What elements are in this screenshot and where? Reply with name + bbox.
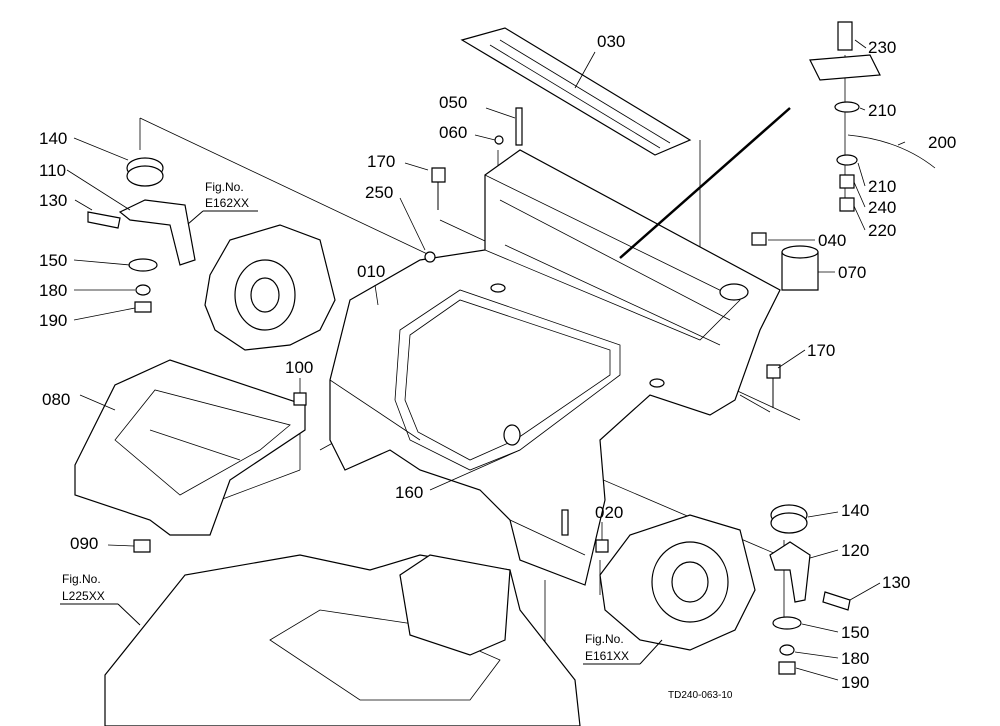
label-210-mid: 210: [868, 177, 896, 196]
label-140-left: 140: [39, 129, 67, 148]
svg-text:Fig.No.: Fig.No.: [585, 632, 624, 646]
label-140-right: 140: [841, 501, 869, 520]
label-150-left: 150: [39, 251, 67, 270]
label-220: 220: [868, 221, 896, 240]
label-180-left: 180: [39, 281, 67, 300]
label-190-left: 190: [39, 311, 67, 330]
label-230: 230: [868, 38, 896, 57]
figure-ref-l225: Fig.No. L225XX: [60, 572, 141, 626]
housing-e162: [204, 224, 336, 351]
label-130-right: 130: [882, 573, 910, 592]
left-mount: [87, 157, 196, 313]
svg-text:E162XX: E162XX: [205, 196, 249, 210]
label-170-right: 170: [807, 341, 835, 360]
label-080: 080: [42, 390, 70, 409]
label-160: 160: [395, 483, 423, 502]
housing-e161: [599, 514, 756, 651]
label-050: 050: [439, 93, 467, 112]
label-100: 100: [285, 358, 313, 377]
label-150-right: 150: [841, 623, 869, 642]
right-mount: [769, 504, 851, 675]
main-frame-010: [329, 149, 781, 586]
part-labels: 030 050 060 170 250 010 140 110 130 150 …: [39, 32, 956, 692]
label-040: 040: [818, 231, 846, 250]
label-120: 120: [841, 541, 869, 560]
figure-ref-e161: Fig.No. E161XX: [583, 632, 663, 665]
diagram-code: TD240-063-10: [668, 690, 733, 701]
label-240: 240: [868, 198, 896, 217]
label-250: 250: [365, 183, 393, 202]
cover-plate-030: [460, 27, 692, 156]
label-180-right: 180: [841, 649, 869, 668]
label-010: 010: [357, 262, 385, 281]
label-070: 070: [838, 263, 866, 282]
label-leaders: [66, 39, 906, 681]
hardware: [133, 21, 936, 553]
svg-text:L225XX: L225XX: [62, 589, 105, 603]
label-060: 060: [439, 123, 467, 142]
svg-text:Fig.No.: Fig.No.: [205, 180, 244, 194]
label-130-left: 130: [39, 191, 67, 210]
label-110: 110: [39, 161, 66, 180]
floor-cover-080: [74, 359, 306, 536]
label-190-right: 190: [841, 673, 869, 692]
figure-ref-e162: Fig.No. E162XX: [187, 180, 258, 225]
floor-panel-l225: [104, 554, 581, 726]
svg-text:E161XX: E161XX: [585, 649, 629, 663]
label-210-top: 210: [868, 101, 896, 120]
label-090: 090: [70, 534, 98, 553]
svg-text:Fig.No.: Fig.No.: [62, 572, 101, 586]
label-030: 030: [597, 32, 625, 51]
label-200: 200: [928, 133, 956, 152]
label-170-top: 170: [367, 152, 395, 171]
label-020: 020: [595, 503, 623, 522]
